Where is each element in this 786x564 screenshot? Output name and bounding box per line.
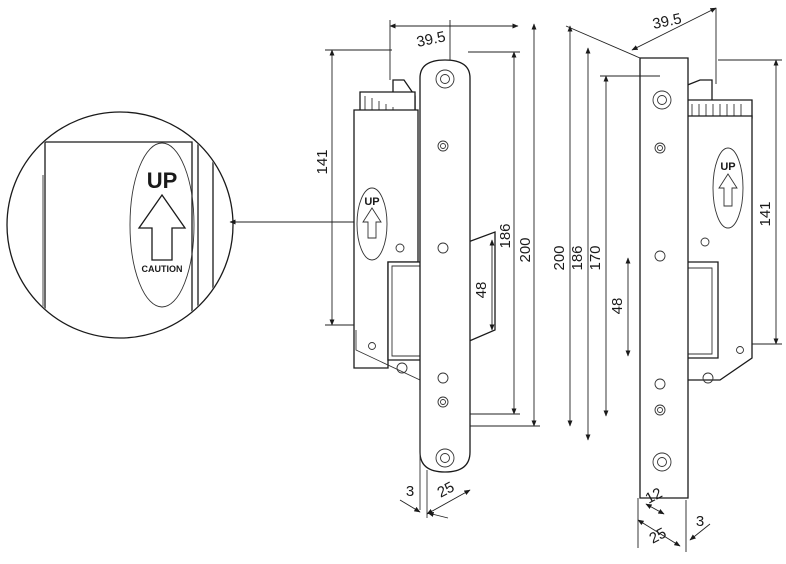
dim-right-141: 141	[757, 201, 774, 226]
dim-right-39-5: 39.5	[651, 10, 683, 33]
up-text-large: UP	[147, 168, 178, 193]
dim-right-3: 3	[696, 513, 704, 530]
dim-right-186: 186	[569, 245, 586, 270]
dim-right-48: 48	[609, 298, 626, 315]
zoom-detail-circle: UP CAUTION	[6, 111, 234, 339]
right-dimensions: 39.5 200 186 170 141 48 12 25 3	[551, 7, 782, 552]
dim-left-141: 141	[314, 149, 331, 174]
left-lock: UP	[353, 59, 496, 518]
dim-right-200: 200	[551, 245, 568, 270]
svg-text:UP: UP	[720, 161, 735, 173]
dim-right-25: 25	[647, 525, 670, 548]
up-caution-label-small-right: UP	[712, 147, 744, 229]
dim-right-170: 170	[587, 245, 604, 270]
up-caution-label-small-left: UP	[356, 187, 388, 261]
dim-right-12: 12	[643, 485, 666, 508]
dim-left-3: 3	[406, 483, 414, 500]
left-dimensions: 39.5 141 186 200 48 25 3	[314, 20, 540, 519]
dim-left-39-5: 39.5	[415, 28, 447, 51]
svg-text:UP: UP	[364, 196, 379, 208]
dim-left-25: 25	[435, 479, 458, 502]
up-caution-label-large: UP CAUTION	[129, 142, 195, 308]
caution-text-large: CAUTION	[142, 264, 183, 274]
dim-left-48: 48	[473, 282, 490, 299]
dim-left-200: 200	[517, 237, 534, 262]
dim-left-186: 186	[497, 223, 514, 248]
right-lock: UP	[639, 57, 753, 499]
